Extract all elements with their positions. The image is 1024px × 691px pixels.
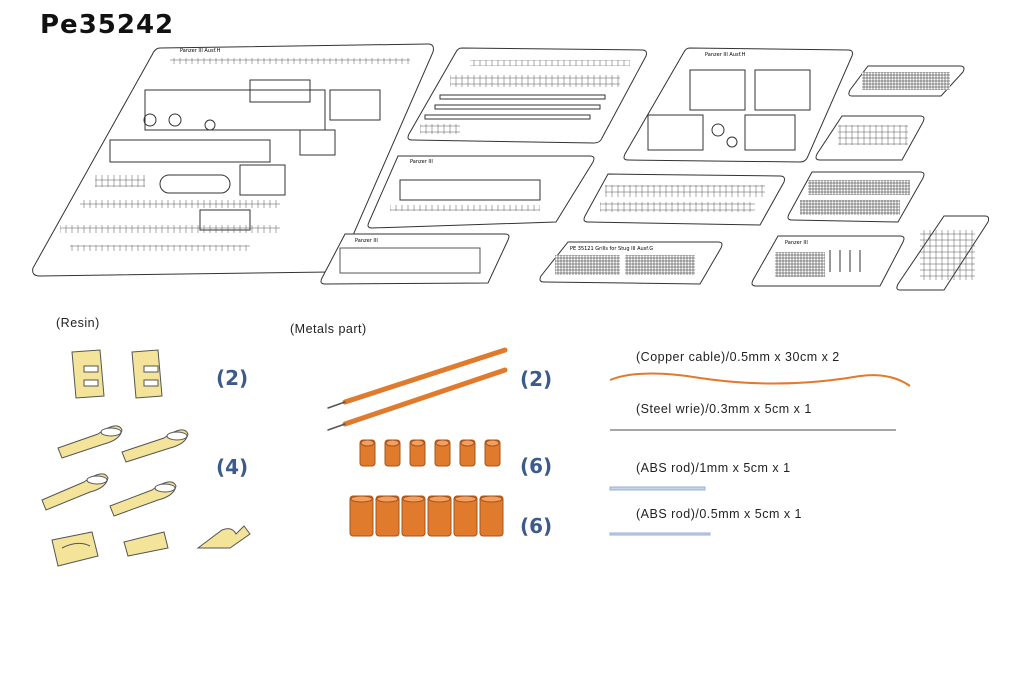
small-tube-count: (6) — [520, 454, 553, 478]
metal-section-label: (Metals part) — [290, 322, 367, 336]
metal-tube — [479, 495, 504, 537]
etch-sheet-11: Panzer III — [751, 235, 905, 287]
metal-rod-count: (2) — [520, 367, 553, 391]
resin-tow-ends — [41, 425, 189, 517]
svg-text:Panzer III: Panzer III — [410, 159, 433, 165]
svg-text:Panzer III: Panzer III — [785, 240, 808, 246]
etch-sheet-9: Panzer III — [320, 233, 510, 285]
copper-cable-line — [609, 372, 911, 387]
metal-tube — [459, 439, 476, 467]
metal-tube — [375, 495, 400, 537]
svg-text:Panzer III: Panzer III — [355, 238, 378, 244]
etch-sheet-4 — [848, 65, 965, 97]
resin-clip-part — [71, 349, 163, 399]
metal-tube — [384, 439, 401, 467]
abs-rod-05mm-line — [609, 532, 711, 536]
resin-small-parts — [51, 525, 251, 567]
etch-sheet-10: PE 35121 Grills for Stug III Ausf.G — [539, 241, 723, 285]
etch-sheet-7 — [787, 171, 925, 223]
metal-tube — [401, 495, 426, 537]
etch-sheet-6 — [583, 173, 785, 226]
resin-section-label: (Resin) — [56, 316, 100, 330]
product-code-title: Pe35242 — [40, 10, 175, 40]
metal-tube — [434, 439, 451, 467]
svg-text:Panzer III Ausf.H: Panzer III Ausf.H — [705, 52, 746, 58]
metal-tube — [359, 439, 376, 467]
etch-sheet-12 — [896, 215, 990, 291]
etch-sheet-5 — [815, 115, 925, 161]
copper-cable-label: (Copper cable)/0.5mm x 30cm x 2 — [636, 350, 840, 364]
photo-etch-sheets: Panzer III Ausf.H Panzer III Ausf.H — [32, 43, 990, 291]
abs-rod-1mm-label: (ABS rod)/1mm x 5cm x 1 — [636, 461, 791, 475]
etch-sheet-3: Panzer III Ausf.H — [623, 47, 853, 163]
metal-tube — [484, 439, 501, 467]
metal-tube — [453, 495, 478, 537]
svg-text:PE 35121 Grills for Stug III A: PE 35121 Grills for Stug III Ausf.G — [570, 246, 653, 252]
etch-sheet-2 — [407, 47, 647, 144]
svg-text:Panzer III Ausf.H: Panzer III Ausf.H — [180, 48, 221, 54]
metal-tube — [409, 439, 426, 467]
abs-rod-1mm-line — [609, 486, 706, 491]
copper-rods — [327, 347, 508, 431]
resin-clip-count: (2) — [216, 366, 249, 390]
metal-tube — [427, 495, 452, 537]
resin-tow-count: (4) — [216, 455, 249, 479]
metal-tube — [349, 495, 374, 537]
abs-rod-05mm-label: (ABS rod)/0.5mm x 5cm x 1 — [636, 507, 803, 521]
large-tube-count: (6) — [520, 514, 553, 538]
steel-wire-label: (Steel wrie)/0.3mm x 5cm x 1 — [636, 402, 812, 416]
etch-sheet-8: Panzer III — [367, 155, 595, 229]
